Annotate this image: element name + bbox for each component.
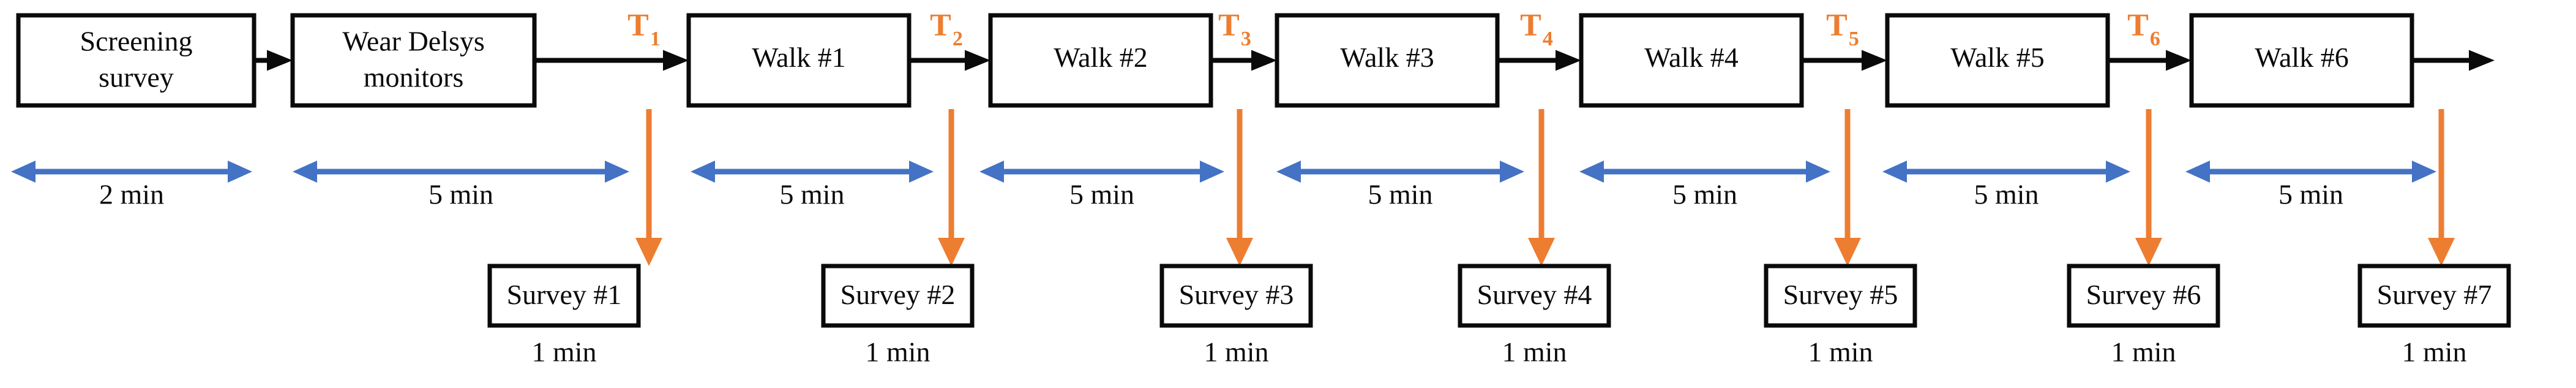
step-label-walk-5: Walk #5 [1950, 42, 2044, 73]
connector-arrowhead-2 [663, 50, 689, 71]
survey-label-survey-1: Survey #1 [507, 279, 622, 310]
connector-arrowhead-3 [965, 50, 990, 71]
duration-arrowhead-right-1 [228, 161, 252, 183]
step-label-wear-delsys-monitors-line2: monitors [364, 61, 464, 93]
duration-arrowhead-right-3 [909, 161, 934, 183]
survey-box-survey-7[interactable] [2357, 264, 2511, 328]
duration-arrowhead-right-7 [2106, 161, 2130, 183]
survey-duration-survey-7: 1 min [2402, 337, 2466, 368]
survey-duration-survey-2: 1 min [865, 337, 930, 368]
connector-arrowhead-6 [1862, 50, 1887, 71]
duration-label-4: 5 min [1069, 179, 1134, 210]
timepoint-arrowhead-3 [1226, 238, 1253, 266]
connector-arrowhead-4 [1251, 50, 1277, 71]
timepoint-label-t2: T2 [930, 8, 963, 50]
duration-arrowhead-right-5 [1500, 161, 1524, 183]
timepoint-subscript-t4: 4 [1543, 28, 1553, 50]
survey-box-survey-3[interactable] [1159, 264, 1313, 328]
survey-label-survey-2: Survey #2 [841, 279, 956, 310]
protocol-step-boxes: Screening survey Wear Delsys monitors Walk #… [16, 13, 2414, 108]
survey-duration-survey-3: 1 min [1204, 337, 1268, 368]
step-box-walk-3[interactable] [1275, 13, 1500, 108]
connector-arrowhead-8 [2469, 50, 2495, 71]
survey-box-survey-5[interactable] [1764, 264, 1917, 328]
survey-box-survey-2[interactable] [821, 264, 975, 328]
timepoint-arrowhead-6 [2135, 238, 2162, 266]
timepoint-subscript-t6: 6 [2150, 28, 2160, 50]
step-box-walk-4[interactable] [1579, 13, 1804, 108]
survey-duration-survey-4: 1 min [1502, 337, 1567, 368]
duration-label-7: 5 min [1974, 179, 2039, 210]
step-label-wear-delsys-monitors-line1: Wear Delsys [342, 26, 485, 57]
duration-label-1: 2 min [99, 179, 164, 210]
duration-arrowhead-right-4 [1200, 161, 1224, 183]
survey-box-survey-1[interactable] [487, 264, 641, 328]
duration-arrowhead-left-4 [979, 161, 1004, 183]
survey-label-survey-5: Survey #5 [1783, 279, 1898, 310]
process-connectors [254, 50, 2495, 71]
duration-arrowhead-left-3 [691, 161, 715, 183]
duration-arrowhead-left-2 [293, 161, 317, 183]
timepoint-label-t6: T6 [2127, 8, 2160, 50]
step-box-wear-delsys-monitors[interactable] [290, 13, 537, 108]
step-label-walk-4: Walk #4 [1644, 42, 1738, 73]
step-box-walk-6[interactable] [2189, 13, 2414, 108]
timepoint-label-t1: T1 [627, 8, 661, 50]
duration-arrowhead-left-1 [11, 161, 36, 183]
survey-duration-survey-6: 1 min [2111, 337, 2176, 368]
timepoint-arrowhead-2 [938, 238, 965, 266]
duration-arrowhead-right-8 [2412, 161, 2436, 183]
duration-label-6: 5 min [1672, 179, 1737, 210]
survey-label-survey-7: Survey #7 [2377, 279, 2492, 310]
connector-arrowhead-7 [2166, 50, 2192, 71]
step-label-walk-2: Walk #2 [1054, 42, 1147, 73]
timepoint-droplines [635, 109, 2455, 266]
survey-box-survey-6[interactable] [2067, 264, 2220, 328]
survey-boxes: Survey #1 1 min Survey #2 1 min Survey #3 1 m… [487, 264, 2511, 368]
survey-duration-survey-1: 1 min [531, 337, 596, 368]
survey-label-survey-6: Survey #6 [2086, 279, 2201, 310]
step-box-screening-survey[interactable] [16, 13, 256, 108]
timepoint-arrowhead-4 [1528, 238, 1555, 266]
survey-duration-survey-5: 1 min [1808, 337, 1873, 368]
duration-arrowhead-right-2 [605, 161, 629, 183]
step-label-walk-1: Walk #1 [752, 42, 845, 73]
duration-label-2: 5 min [429, 179, 493, 210]
step-label-walk-6: Walk #6 [2255, 42, 2348, 73]
step-box-walk-2[interactable] [988, 13, 1213, 108]
duration-arrowhead-left-5 [1276, 161, 1301, 183]
step-label-screening-survey-line2: survey [99, 61, 174, 93]
timepoint-subscript-t1: 1 [650, 28, 661, 50]
timepoint-arrowhead-5 [1834, 238, 1861, 266]
timepoint-subscript-t5: 5 [1849, 28, 1859, 50]
duration-arrowhead-left-6 [1579, 161, 1604, 183]
survey-label-survey-3: Survey #3 [1179, 279, 1294, 310]
timepoint-label-t3: T3 [1218, 8, 1251, 50]
duration-arrows: 2 min 5 min 5 min 5 min 5 min 5 min 5 min 5 min [11, 161, 2436, 210]
timepoint-subscript-t3: 3 [1241, 28, 1251, 50]
timepoint-label-t5: T5 [1826, 8, 1859, 50]
connector-arrowhead-1 [267, 50, 293, 71]
step-label-walk-3: Walk #3 [1340, 42, 1434, 73]
step-label-screening-survey-line1: Screening [80, 26, 193, 57]
duration-arrowhead-left-8 [2185, 161, 2210, 183]
connector-arrowhead-5 [1556, 50, 1581, 71]
timepoint-label-t4: T4 [1520, 8, 1553, 50]
step-box-walk-1[interactable] [686, 13, 912, 108]
duration-label-5: 5 min [1368, 179, 1432, 210]
duration-label-8: 5 min [2278, 179, 2343, 210]
survey-box-survey-4[interactable] [1458, 264, 1611, 328]
survey-label-survey-4: Survey #4 [1477, 279, 1592, 310]
duration-label-3: 5 min [779, 179, 844, 210]
duration-arrowhead-right-6 [1806, 161, 1830, 183]
timepoint-subscript-t2: 2 [953, 28, 963, 50]
timepoint-arrowhead-7 [2428, 238, 2455, 266]
step-box-walk-5[interactable] [1885, 13, 2110, 108]
duration-arrowhead-left-7 [1882, 161, 1907, 183]
timepoint-arrowhead-1 [635, 238, 662, 266]
